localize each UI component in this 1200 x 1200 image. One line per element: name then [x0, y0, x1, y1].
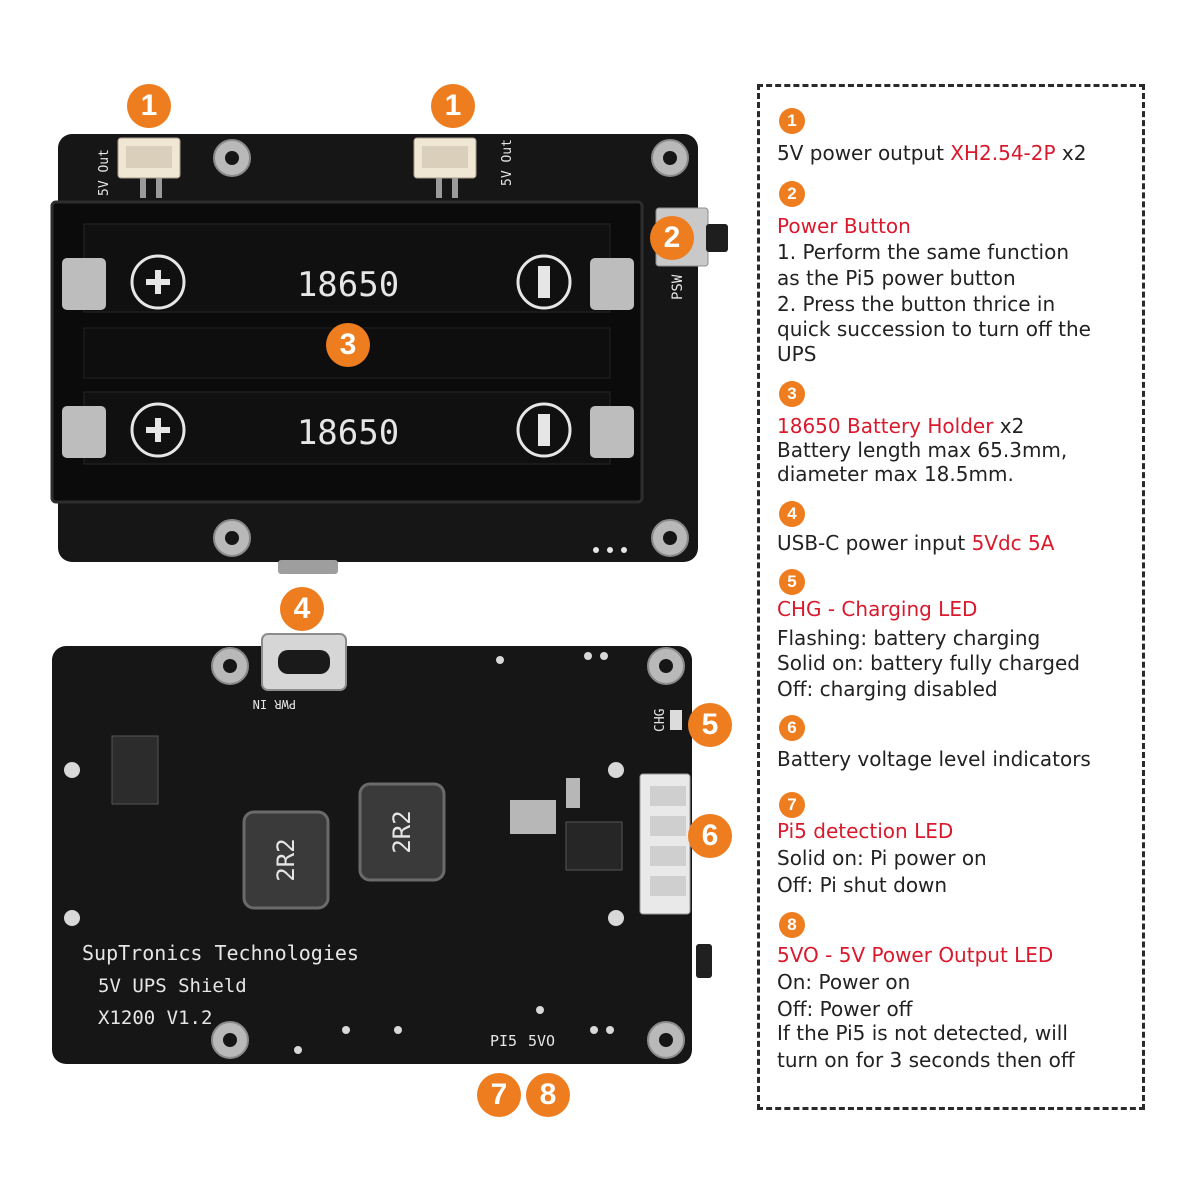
legend-panel — [757, 84, 1145, 1110]
legend-7-title: Pi5 detection LED — [777, 819, 954, 843]
legend-4-badge: 4 — [779, 501, 805, 527]
chg-led — [670, 710, 682, 730]
legend-8-line-3: If the Pi5 is not detected, will — [777, 1021, 1068, 1045]
legend-1-connector: XH2.54-2P — [950, 141, 1056, 165]
legend-5-line-1: Flashing: battery charging — [777, 626, 1041, 650]
legend-1-text: 5V power output XH2.54-2P x2 — [777, 141, 1086, 165]
inductor-1-label: 2R2 — [272, 838, 300, 881]
legend-3-title-row: 18650 Battery Holder x2 — [777, 414, 1024, 438]
legend-2-badge: 2 — [779, 181, 805, 207]
callout-6: 6 — [688, 814, 732, 858]
model-silk: X1200 V1.2 — [98, 1007, 212, 1029]
usbc-port — [261, 633, 347, 691]
legend-8-line-2: Off: Power off — [777, 997, 913, 1021]
legend-3-badge: 3 — [779, 381, 805, 407]
legend-2-title: Power Button — [777, 214, 911, 238]
callout-2: 2 — [650, 216, 694, 260]
legend-8-badge: 8 — [779, 912, 805, 938]
callout-7: 7 — [477, 1073, 521, 1117]
legend-4-line: USB-C power input — [777, 531, 972, 555]
inductor-1 — [242, 810, 330, 910]
legend-5-line-3: Off: charging disabled — [777, 677, 998, 701]
cell-label-2: 18650 — [297, 413, 399, 453]
legend-5-title: CHG - Charging LED — [777, 597, 978, 621]
legend-1-badge: 1 — [779, 108, 805, 134]
xh-connector-left — [117, 137, 181, 198]
legend-7-badge: 7 — [779, 792, 805, 818]
legend-7-line-2: Off: Pi shut down — [777, 873, 948, 897]
legend-6-badge: 6 — [779, 715, 805, 741]
legend-8-line-4: turn on for 3 seconds then off — [777, 1048, 1075, 1072]
legend-2-line-2: as the Pi5 power button — [777, 266, 1016, 290]
top-board: 5V Out 5V Out — [50, 134, 728, 574]
legend-4-text: USB-C power input 5Vdc 5A — [777, 531, 1054, 555]
legend-3-title: 18650 Battery Holder — [777, 414, 994, 438]
chg-silk: CHG — [653, 708, 668, 732]
legend-8-line-1: On: Power on — [777, 970, 911, 994]
legend-3-line-2: diameter max 18.5mm. — [777, 462, 1014, 486]
level-indicator-leds — [639, 773, 691, 915]
legend-8-title: 5VO - 5V Power Output LED — [777, 943, 1054, 967]
pwr-in-silk: PWR IN — [253, 697, 296, 711]
cell-label-1: 18650 — [297, 265, 399, 305]
legend-3-suffix: x2 — [993, 414, 1025, 438]
pi5-silk: PI5 — [490, 1032, 517, 1050]
callout-1-left: 1 — [127, 84, 171, 128]
inductor-2-label: 2R2 — [388, 810, 416, 853]
legend-5-badge: 5 — [779, 569, 805, 595]
product-silk: 5V UPS Shield — [98, 975, 247, 997]
callout-5: 5 — [688, 703, 732, 747]
legend-7-line-1: Solid on: Pi power on — [777, 846, 987, 870]
legend-1-line: 5V power output — [777, 141, 951, 165]
boards-illustration: 5V Out 5V Out — [50, 134, 728, 1064]
legend-6-line-1: Battery voltage level indicators — [777, 747, 1091, 771]
inductor-2 — [358, 782, 446, 882]
legend-1-suffix: x2 — [1055, 141, 1087, 165]
xh-connector-right — [413, 137, 477, 198]
callout-4: 4 — [280, 587, 324, 631]
brand-silk: SupTronics Technologies — [82, 941, 359, 965]
out-label-left: 5V Out — [97, 149, 112, 196]
legend-2-line-4: quick succession to turn off the — [777, 317, 1091, 341]
legend-4-rating: 5Vdc 5A — [971, 531, 1055, 555]
legend-2-line-5: UPS — [777, 342, 817, 366]
out-label-right: 5V Out — [500, 139, 515, 186]
legend-5-line-2: Solid on: battery fully charged — [777, 651, 1080, 675]
psw-label: PSW — [670, 274, 686, 300]
legend-2-line-1: 1. Perform the same function — [777, 240, 1070, 264]
legend-2-line-3: 2. Press the button thrice in — [777, 292, 1056, 316]
legend-3-line-1: Battery length max 65.3mm, — [777, 438, 1068, 462]
bottom-board: 2R2 2R2 S — [52, 633, 712, 1064]
callout-1-right: 1 — [431, 84, 475, 128]
5vo-silk: 5VO — [528, 1032, 555, 1050]
callout-8: 8 — [526, 1073, 570, 1117]
callout-3: 3 — [326, 323, 370, 367]
